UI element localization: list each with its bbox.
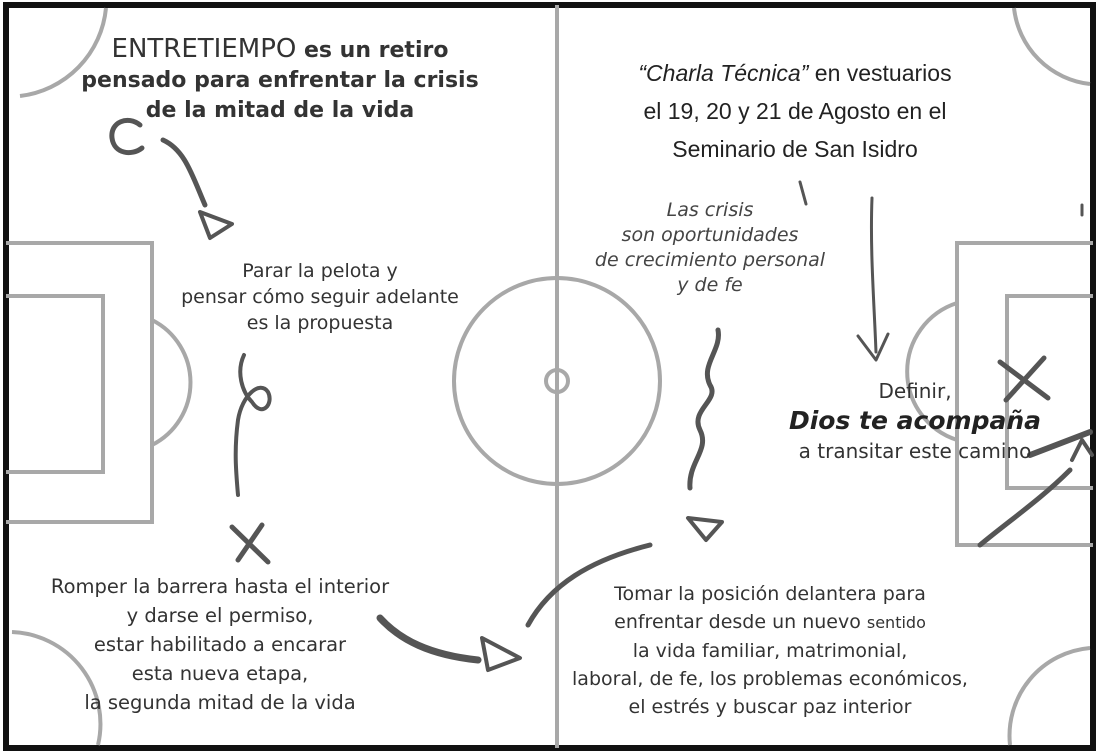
crisis-line4: y de fe <box>677 274 743 296</box>
corner-arc-bottom-left <box>11 630 103 746</box>
retiro-description: ENTRETIEMPO es un retiro pensado para en… <box>40 34 520 126</box>
retiro-line2: pensado para enfrentar la crisis <box>81 68 479 93</box>
retiro-line3: de la mitad de la vida <box>145 98 415 123</box>
right-penalty-arc <box>905 301 958 442</box>
tomar-line2-small: sentido <box>866 613 926 632</box>
x-mark-right <box>997 355 1051 403</box>
x-mark-left-1 <box>229 522 271 565</box>
left-penalty-area <box>6 241 154 524</box>
wiggle-line <box>687 327 721 491</box>
crisis-line2: son oportunidades <box>621 224 799 246</box>
arrow-down-head <box>856 332 890 362</box>
parar-text: Parar la pelota y pensar cómo seguir ade… <box>170 258 470 336</box>
corner-arc-bottom-right <box>1007 646 1091 746</box>
romper-line2: y darse el permiso, <box>126 604 314 627</box>
arrow-up-head-line <box>1027 429 1093 458</box>
tomar-text: Tomar la posición delantera para enfrent… <box>560 580 980 721</box>
romper-line5: la segunda mitad de la vida <box>84 691 356 714</box>
dios-acompana: Dios te acompaña <box>788 406 1042 435</box>
parar-line3: es la propuesta <box>246 312 394 334</box>
sweep-curve-bottom <box>376 614 482 664</box>
entretiempo-title: ENTRETIEMPO <box>111 34 297 64</box>
triangle-mark-2 <box>480 636 522 672</box>
charla-location: Seminario de San Isidro <box>672 136 918 162</box>
corner-arc-top-right <box>1012 7 1091 86</box>
crisis-quote: Las crisis son oportunidades de crecimie… <box>560 198 860 298</box>
tomar-line4: laboral, de fe, los problemas económicos… <box>572 668 968 690</box>
parar-line1: Parar la pelota y <box>242 260 398 282</box>
corner-arc-top-left <box>19 7 108 98</box>
romper-line3: estar habilitado a encarar <box>93 633 347 656</box>
romper-text: Romper la barrera hasta el interior y da… <box>20 572 420 717</box>
pass-curve-1 <box>160 137 208 208</box>
definir-line1: Definir, <box>878 379 952 403</box>
triangle-mark-3 <box>686 516 724 542</box>
center-circle <box>452 276 662 486</box>
center-spot <box>544 368 570 394</box>
charla-title: “Charla Técnica” <box>638 60 809 86</box>
romper-line1: Romper la barrera hasta el interior <box>50 575 390 598</box>
romper-line4: esta nueva etapa, <box>131 662 309 685</box>
crisis-line1: Las crisis <box>666 199 754 221</box>
sweep-curve-up <box>525 542 653 628</box>
arrow-up-head <box>1070 438 1094 462</box>
short-tick <box>798 180 808 206</box>
triangle-mark-1 <box>198 210 234 240</box>
charla-announcement: “Charla Técnica” en vestuarios el 19, 20… <box>585 54 1005 168</box>
arrow-down-line <box>869 196 878 354</box>
left-penalty-arc <box>151 318 193 447</box>
arrow-up-line <box>977 467 1073 548</box>
charla-line1-rest: en vestuarios <box>808 60 952 86</box>
field-border <box>3 2 1096 751</box>
retiro-line1-rest: es un retiro <box>296 38 449 63</box>
definir-text: Definir, Dios te acompaña a transitar es… <box>760 376 1070 466</box>
right-penalty-area <box>955 241 1093 547</box>
tomar-line3: la vida familiar, matrimonial, <box>632 640 908 662</box>
charla-dates: el 19, 20 y 21 de Agosto en el <box>643 98 947 124</box>
tomar-line5: el estrés y buscar paz interior <box>628 696 912 718</box>
left-goal-area <box>6 294 105 474</box>
dribble-loop <box>233 353 272 497</box>
crisis-line3: de crecimiento personal <box>594 249 826 271</box>
parar-line2: pensar cómo seguir adelante <box>181 286 459 308</box>
definir-line3: a transitar este camino <box>798 439 1032 463</box>
tomar-line1: Tomar la posición delantera para <box>614 583 926 605</box>
player-circle-mark <box>109 118 145 156</box>
tomar-line2-main: enfrentar desde un nuevo <box>614 611 867 633</box>
